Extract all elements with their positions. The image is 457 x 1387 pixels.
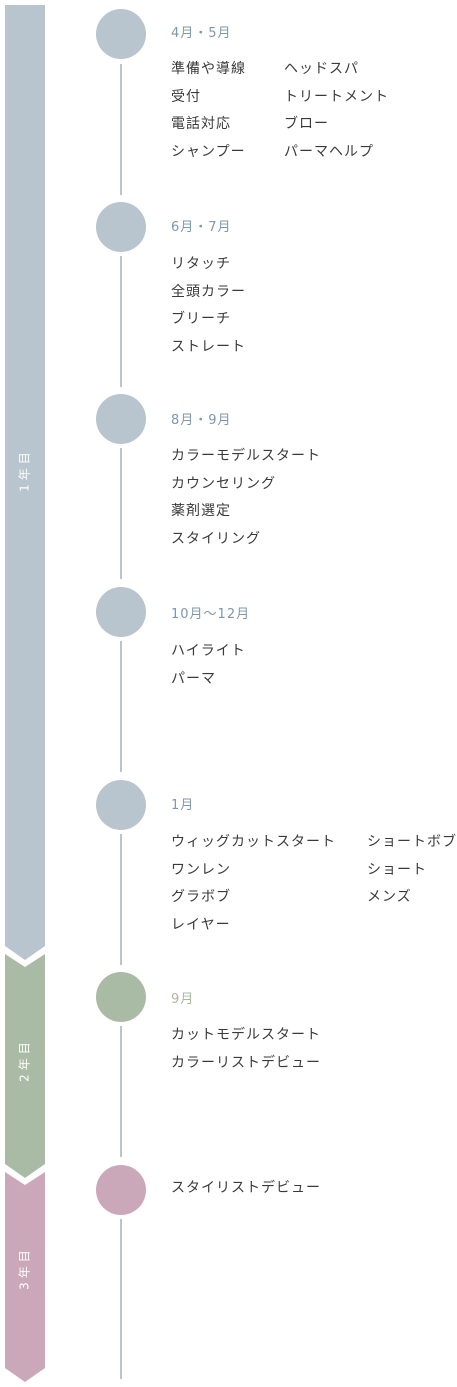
stage-heading: 8月・9月 — [171, 413, 232, 428]
stage-items: ウィッグカットスタート ワンレン グラボブ レイヤー ショートボブ ショート メ… — [171, 829, 457, 939]
list-item: スタイリング — [171, 530, 261, 547]
year-3-band — [5, 1172, 45, 1382]
list-item: カウンセリング — [171, 475, 276, 492]
stage-dot — [96, 9, 146, 59]
timeline-line — [120, 448, 122, 579]
list-item: カラーモデルスタート — [171, 448, 321, 464]
stage-dot — [96, 780, 146, 830]
timeline-line — [120, 641, 122, 772]
list-item: パーマ — [171, 670, 216, 687]
list-item: ウィッグカットスタート — [171, 834, 336, 850]
list-item: ショートボブ — [367, 834, 457, 850]
list-item: パーマヘルプ — [284, 143, 374, 160]
list-item: ブリーチ — [171, 311, 231, 327]
list-item: ストレート — [171, 338, 246, 355]
stage-items: カラーモデルスタート カウンセリング 薬剤選定 スタイリング — [171, 443, 321, 553]
year-2-band — [5, 954, 45, 1178]
timeline-line — [120, 834, 122, 965]
list-item: カットモデルスタート — [171, 1027, 321, 1043]
list-item: メンズ — [367, 889, 412, 905]
stage-dot — [96, 1165, 146, 1215]
year-1-label: 1年目 — [18, 448, 32, 492]
stage-heading: 9月 — [171, 992, 195, 1007]
stage-heading: 6月・7月 — [171, 220, 232, 235]
stage-heading: 1月 — [171, 798, 195, 813]
timeline-line — [120, 1026, 122, 1157]
list-item: リタッチ — [171, 256, 231, 272]
stage-items: スタイリストデビュー — [171, 1175, 321, 1203]
list-item: 電話対応 — [171, 116, 231, 132]
list-item: 受付 — [171, 88, 201, 105]
list-item: トリートメント — [284, 88, 389, 105]
stage-dot — [96, 587, 146, 637]
list-item: ヘッドスパ — [284, 61, 359, 77]
list-item: ショート — [367, 861, 427, 878]
stage-items: 準備や導線 受付 電話対応 シャンプー ヘッドスパ トリートメント ブロー パー… — [171, 56, 389, 166]
list-item: スタイリストデビュー — [171, 1180, 321, 1196]
stage-items: カットモデルスタート カラーリストデビュー — [171, 1022, 321, 1077]
stage-items: ハイライト パーマ — [171, 638, 246, 693]
list-item: 準備や導線 — [171, 61, 246, 77]
year-3-label: 3年目 — [18, 1246, 32, 1290]
list-item: レイヤー — [171, 916, 231, 933]
timeline-line — [120, 64, 122, 195]
list-item: 全頭カラー — [171, 283, 246, 300]
list-item: ブロー — [284, 116, 329, 132]
stage-dot — [96, 202, 146, 252]
list-item: カラーリストデビュー — [171, 1054, 321, 1071]
year-1-band — [5, 5, 45, 960]
stage-dot — [96, 972, 146, 1022]
timeline-line — [120, 1219, 122, 1379]
stage-heading: 4月・5月 — [171, 26, 232, 41]
stage-dot — [96, 394, 146, 444]
list-item: グラボブ — [171, 889, 231, 905]
list-item: ハイライト — [171, 643, 246, 659]
year-bar: 1年目 2年目 3年目 — [5, 5, 45, 1382]
stage-items: リタッチ 全頭カラー ブリーチ ストレート — [171, 251, 246, 361]
list-item: シャンプー — [171, 143, 246, 160]
list-item: 薬剤選定 — [171, 503, 231, 519]
year-2-label: 2年目 — [18, 1038, 32, 1082]
list-item: ワンレン — [171, 861, 231, 878]
stage-heading: 10月〜12月 — [171, 607, 251, 622]
timeline-line — [120, 256, 122, 387]
